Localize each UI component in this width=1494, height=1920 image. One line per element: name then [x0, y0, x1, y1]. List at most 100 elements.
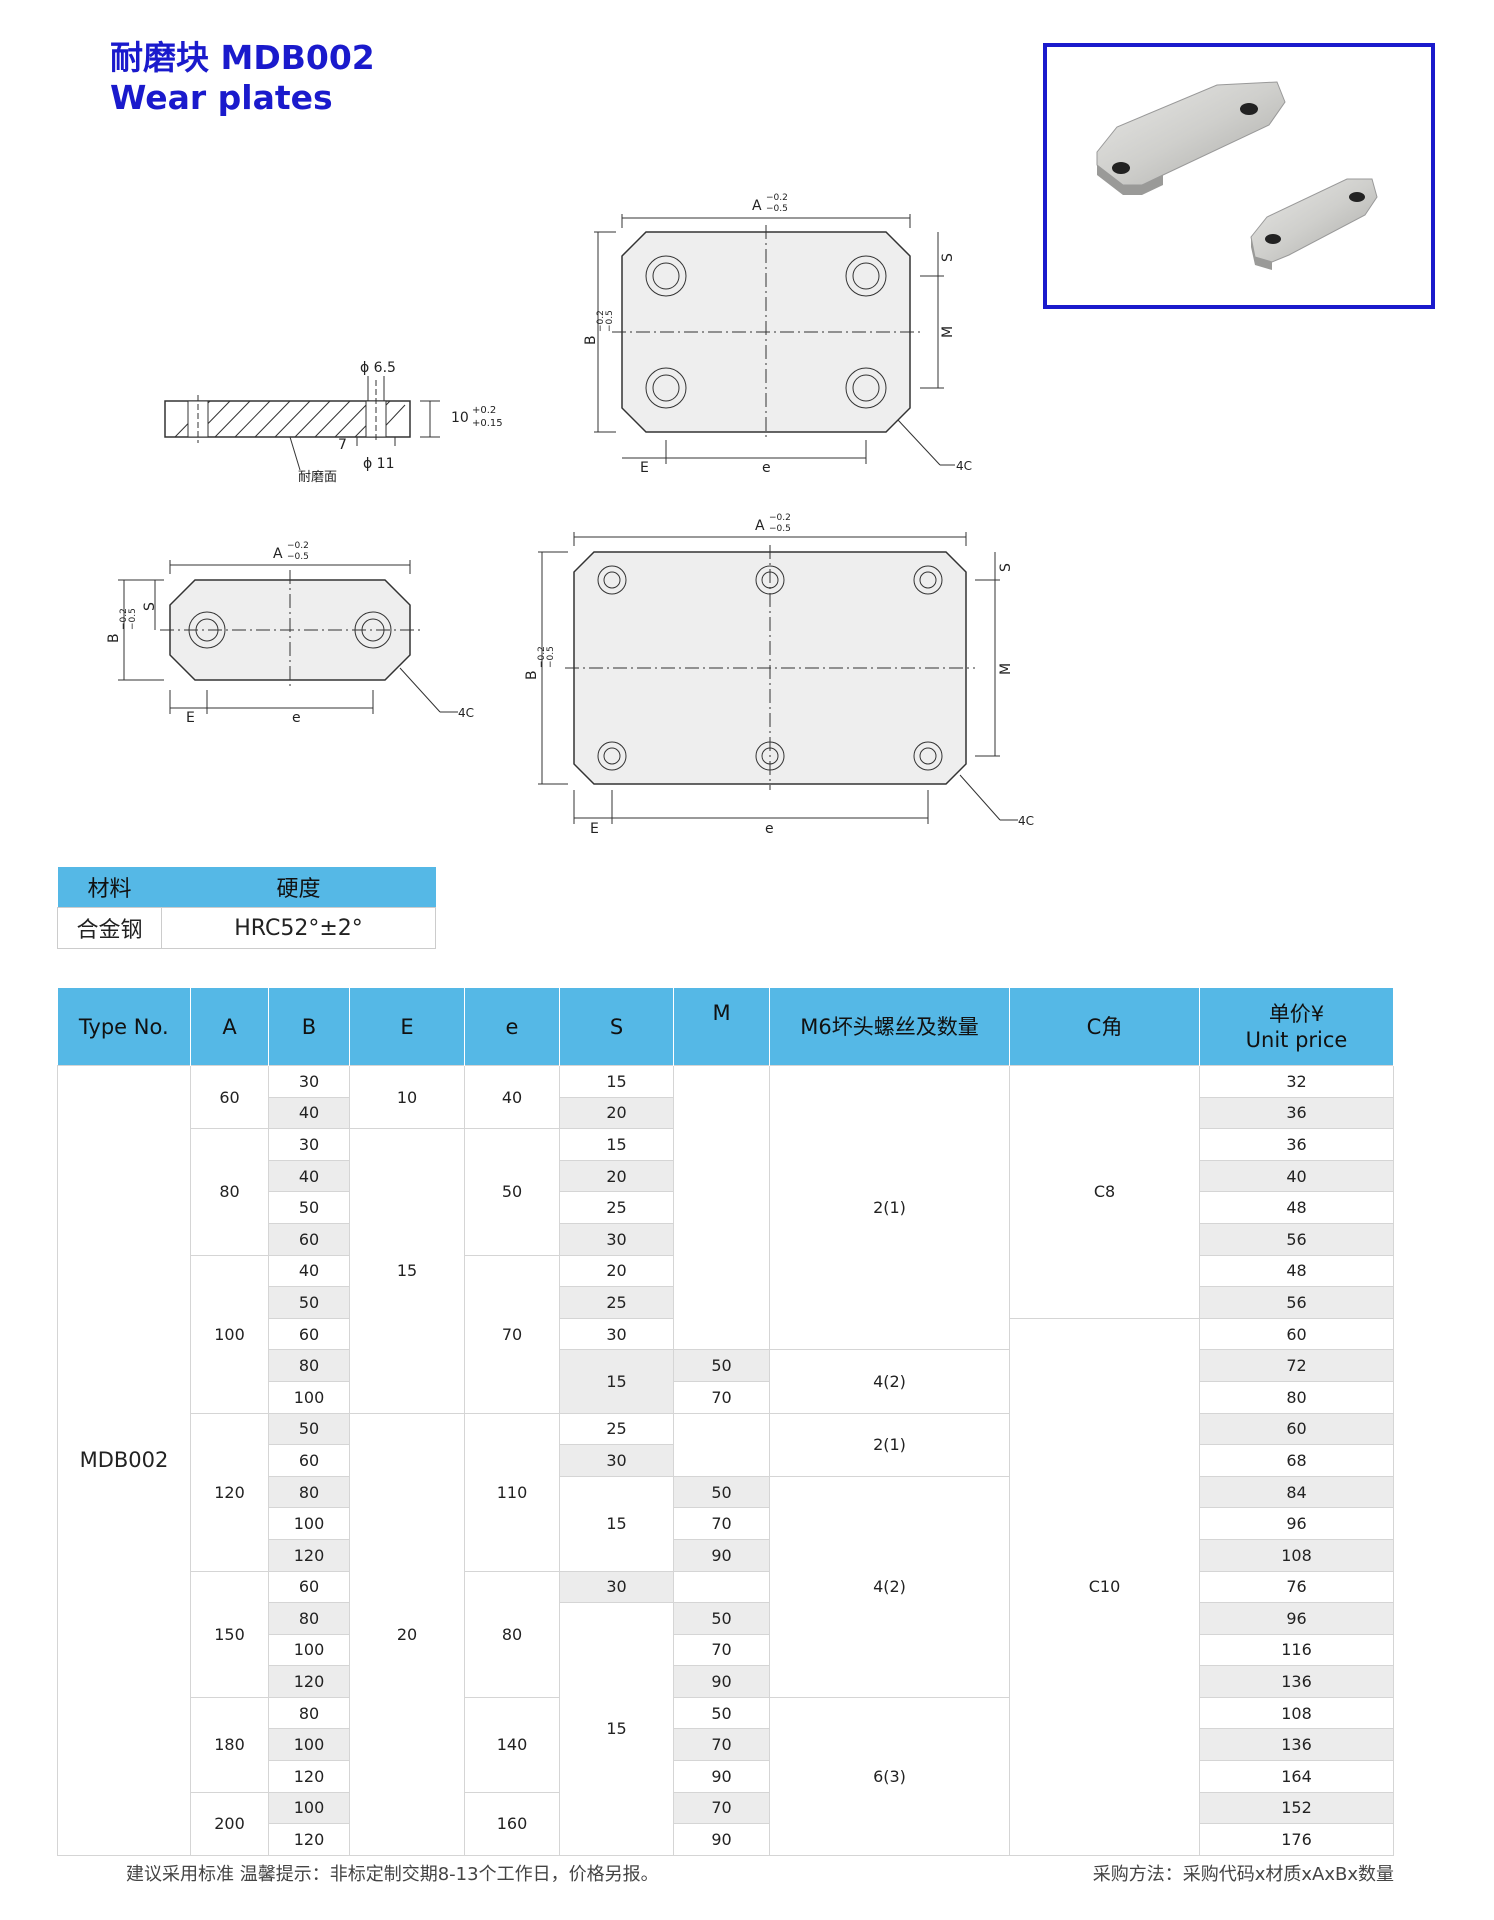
dim-e-small: e: [292, 710, 301, 726]
screws-cell: 2(1): [769, 1064, 1010, 1351]
table-row: 50 25 48: [58, 1191, 1394, 1224]
b-cell: 120: [268, 1823, 350, 1856]
dim-B-top-tol-up: −0.2: [596, 310, 606, 332]
col-A: A: [190, 988, 269, 1066]
b-cell: 60: [268, 1222, 350, 1256]
price-cell: 116: [1199, 1633, 1394, 1667]
price-cell: 80: [1199, 1380, 1394, 1414]
dim-B-small-tol-lo: −0.5: [128, 608, 138, 630]
price-cell: 136: [1199, 1728, 1394, 1762]
dim-4C-top: 4C: [956, 459, 972, 473]
m-cell: 90: [673, 1823, 770, 1856]
top-view-4hole: [594, 214, 955, 466]
col-B: B: [268, 988, 350, 1066]
table-row: 200 100 160 70 152: [58, 1791, 1394, 1856]
m-cell: 70: [673, 1791, 770, 1825]
label-phi65: ϕ 6.5: [360, 360, 396, 376]
b-cell: 100: [268, 1507, 350, 1540]
material-table: 材料 硬度 合金钢 HRC52°±2°: [57, 867, 436, 949]
table-row: 120 90 108: [58, 1538, 1394, 1572]
col-C: C角: [1009, 988, 1200, 1066]
c-cell: C10: [1009, 1317, 1200, 1856]
s-cell: 25: [559, 1286, 674, 1319]
b-cell: 100: [268, 1380, 350, 1414]
top-view-6hole: [538, 532, 1018, 824]
price-cell: 96: [1199, 1507, 1394, 1540]
type-cell: MDB002: [57, 1065, 191, 1856]
dim-A-small: A: [273, 546, 283, 562]
dim-M-large: M: [998, 663, 1014, 675]
col-type: Type No.: [57, 988, 191, 1066]
table-row: 40 20 40: [58, 1159, 1394, 1193]
dim-A-large-tol-up: −0.2: [769, 513, 791, 523]
dim-E-top: E: [640, 460, 649, 476]
dim-A-top: A: [752, 198, 762, 214]
dim-e-top: e: [762, 460, 771, 476]
e-cell: 110: [464, 1412, 560, 1572]
m-cell: 90: [673, 1665, 770, 1698]
footer-purchase: 采购方法：采购代码x材质xAxBx数量: [1092, 1864, 1394, 1885]
dim-B-small-tol-up: −0.2: [119, 608, 129, 630]
label-h10-tol-lo: +0.15: [472, 418, 503, 429]
b-cell: 30: [268, 1128, 350, 1161]
m-cell: 70: [673, 1633, 770, 1667]
top-view-2hole: [118, 560, 458, 714]
b-cell: 80: [268, 1475, 350, 1509]
table-row: 100 70 96: [58, 1507, 1394, 1540]
screws-cell: 4(2): [769, 1475, 1010, 1698]
b-cell: 100: [268, 1791, 350, 1825]
label-seven: 7: [338, 437, 347, 453]
col-e: e: [464, 988, 560, 1066]
price-cell: 60: [1199, 1317, 1394, 1351]
m-cell: 50: [673, 1349, 770, 1382]
s-cell: 20: [559, 1254, 674, 1288]
screws-cell: 6(3): [769, 1696, 1010, 1856]
price-cell: 152: [1199, 1791, 1394, 1825]
table-row: 120 90 176: [58, 1823, 1394, 1856]
b-cell: 120: [268, 1665, 350, 1698]
title-en: Wear plates: [110, 78, 333, 117]
spec-table: Type No. A B E e S M M6坏头螺丝及数量 C角 单价¥Uni…: [57, 988, 1394, 1856]
dim-S-large: S: [998, 563, 1014, 572]
table-row: 150 60 80 30 76: [58, 1570, 1394, 1698]
title-cn: 耐磨块 MDB002: [110, 38, 375, 77]
dim-B-top-tol-lo: −0.5: [605, 310, 615, 332]
s-cell: 25: [559, 1191, 674, 1224]
label-h10-tol-up: +0.2: [472, 405, 496, 416]
m-cell: [673, 1412, 770, 1477]
b-cell: 100: [268, 1728, 350, 1762]
e-cell: 70: [464, 1254, 560, 1414]
b-cell: 50: [268, 1412, 350, 1446]
footer-note: 建议采用标准 温馨提示：非标定制交期8-13个工作日，价格另报。: [126, 1864, 659, 1885]
col-price-cn: 单价¥: [1268, 1001, 1325, 1026]
price-cell: 108: [1199, 1696, 1394, 1730]
a-cell: 150: [190, 1570, 269, 1698]
spec-header-row: Type No. A B E e S M M6坏头螺丝及数量 C角 单价¥Uni…: [57, 988, 1394, 1066]
col-M: M: [673, 988, 770, 1066]
s-cell: 15: [559, 1349, 674, 1414]
m-cell: 50: [673, 1696, 770, 1730]
price-cell: 40: [1199, 1159, 1394, 1193]
price-cell: 68: [1199, 1444, 1394, 1477]
table-row: 180 80 140 50 6(3) 108: [58, 1696, 1394, 1856]
dim-B-large-tol-lo: −0.5: [546, 646, 556, 668]
price-cell: 60: [1199, 1412, 1394, 1446]
m-cell: 70: [673, 1507, 770, 1540]
b-cell: 100: [268, 1633, 350, 1667]
material-value: 合金钢: [57, 907, 162, 949]
b-cell: 80: [268, 1602, 350, 1635]
E-cell: 20: [349, 1412, 465, 1856]
section-view: [164, 376, 440, 471]
label-h10: 10: [451, 410, 469, 426]
dim-A-top-tol-up: −0.2: [766, 193, 788, 203]
price-cell: 164: [1199, 1760, 1394, 1793]
e-cell: 140: [464, 1696, 560, 1793]
E-cell: 15: [349, 1128, 465, 1414]
s-cell: 15: [559, 1475, 674, 1572]
a-cell: 60: [190, 1064, 269, 1130]
table-row: 60 30 56: [58, 1222, 1394, 1256]
s-cell: 30: [559, 1222, 674, 1256]
s-cell: 30: [559, 1444, 674, 1477]
dim-E-small: E: [186, 710, 195, 726]
page-title: 耐磨块 MDB002 Wear plates: [110, 38, 375, 118]
